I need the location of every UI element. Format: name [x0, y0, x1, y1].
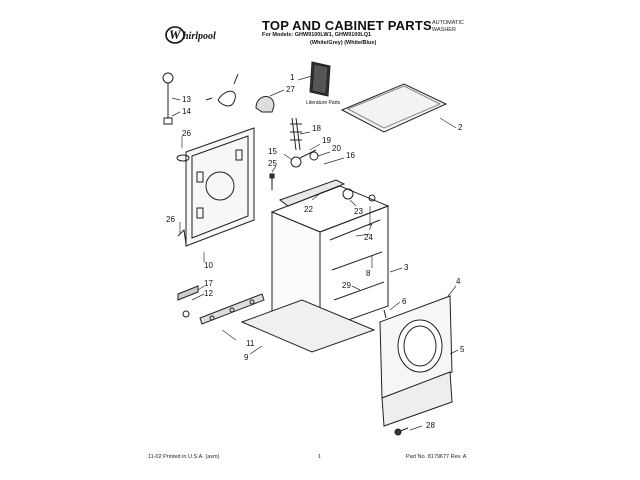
cabinet-frame [270, 179, 390, 331]
callout-17: 17 [204, 279, 213, 288]
callout-9: 9 [244, 353, 249, 362]
leveling-rail [199, 293, 265, 325]
callout-26: 26 [182, 129, 191, 138]
spring-part [290, 117, 302, 151]
callout-28: 28 [426, 421, 435, 430]
front-panel [379, 295, 453, 399]
callout-11: 11 [246, 339, 255, 348]
callout-25: 25 [268, 159, 277, 168]
foot-parts [177, 285, 199, 318]
callout-27: 27 [286, 85, 295, 94]
drain-hose [162, 72, 174, 125]
callout-5: 5 [460, 345, 465, 354]
front-screw [383, 309, 387, 319]
leader-lines [171, 75, 459, 431]
page-title: TOP AND CABINET PARTS [262, 18, 432, 33]
callout-12: 12 [204, 289, 213, 298]
base-plate [240, 299, 376, 353]
hose-bracket [255, 96, 275, 113]
valve-cluster [290, 149, 319, 168]
callout-10: 10 [204, 261, 213, 270]
whirlpool-logo: W hirlpool [165, 26, 216, 44]
part-number: Part No. 8179677 Rev. A [406, 454, 467, 460]
callout-14: 14 [182, 107, 191, 116]
callout-22: 22 [304, 205, 313, 214]
callout-6: 6 [402, 297, 407, 306]
callout-8: 8 [366, 269, 371, 278]
svg-text:W: W [169, 27, 182, 42]
color-variants: (White/Grey) (White/Blue) [310, 40, 377, 46]
svg-text:hirlpool: hirlpool [183, 31, 216, 42]
callout-23: 23 [354, 207, 363, 216]
callout-1: 1 [290, 73, 295, 82]
callout-24: 24 [364, 233, 373, 242]
rear-screw [177, 228, 187, 245]
callout-29: 29 [342, 281, 351, 290]
toe-panel [381, 371, 453, 427]
callout-15: 15 [268, 147, 277, 156]
callout-2: 2 [458, 123, 463, 132]
power-cord [205, 73, 239, 107]
callout-19: 19 [322, 136, 331, 145]
callout-7: 7 [368, 223, 373, 232]
callout-20: 20 [332, 144, 341, 153]
print-info: 11-02 Printed in U.S.A. (avm) [148, 454, 220, 460]
callout-4: 4 [456, 277, 461, 286]
models-line: For Models: GHW9100LW1, GHW9100LQ1 [262, 32, 372, 38]
product-type-line1: AUTOMATIC [432, 20, 464, 26]
callout-3: 3 [404, 263, 409, 272]
callout-16: 16 [346, 151, 355, 160]
literature-parts-label: Literature Parts [306, 100, 341, 106]
gasket-ring [176, 154, 190, 162]
product-type-line2: WASHER [432, 27, 456, 33]
callout-13: 13 [182, 95, 191, 104]
top-panel [340, 83, 448, 133]
literature-booklet [309, 61, 331, 97]
product-type: AUTOMATIC WASHER [432, 20, 464, 34]
callout-18: 18 [312, 124, 321, 133]
rear-panel [185, 127, 255, 247]
callout-26: 26 [166, 215, 175, 224]
page-number: 1 [318, 454, 322, 460]
